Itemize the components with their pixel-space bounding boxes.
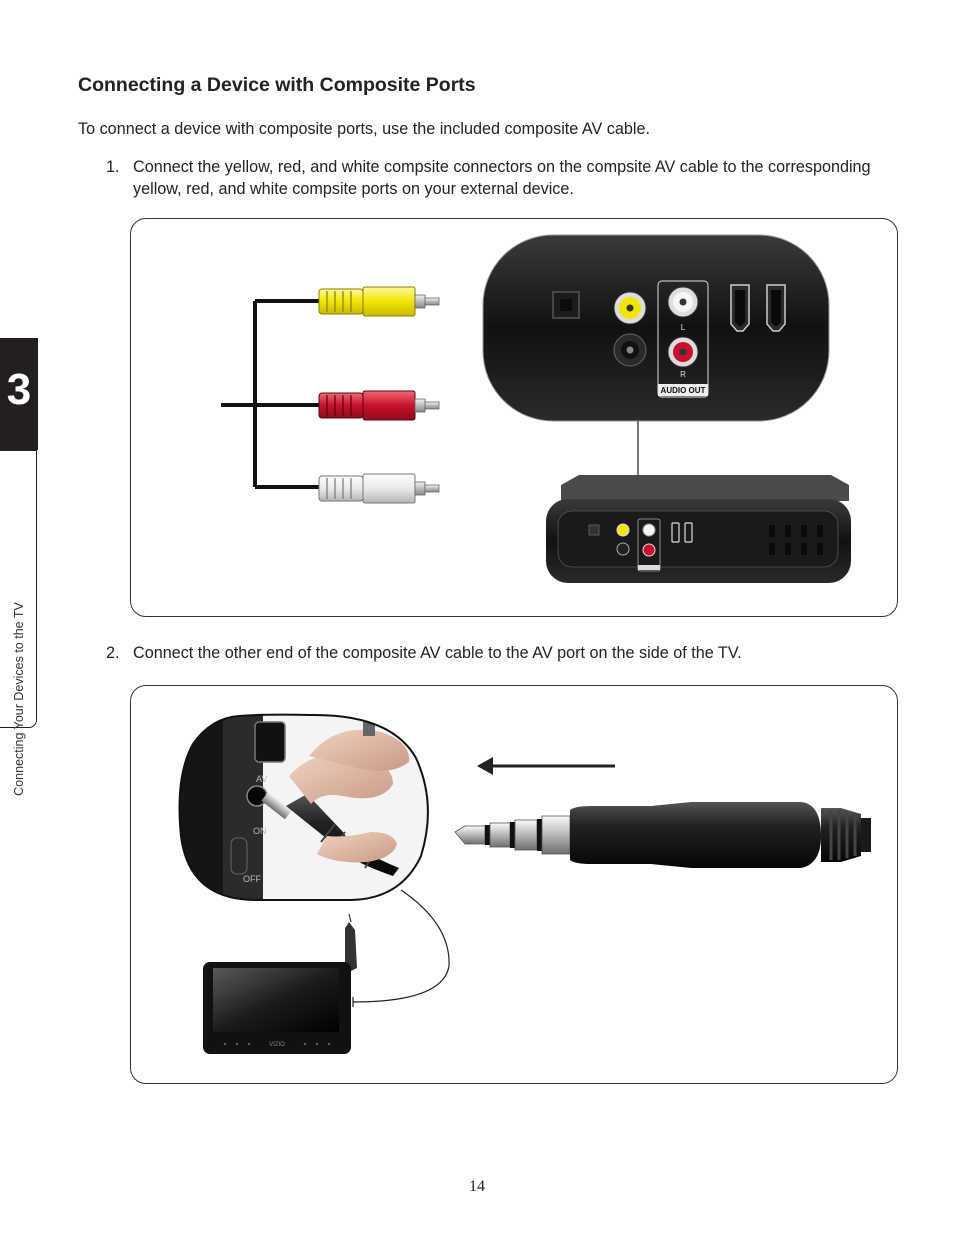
figure-composite-cable-device: L R AUDIO OUT xyxy=(130,218,898,617)
white-connector xyxy=(318,473,440,504)
port-label-right: R xyxy=(680,370,686,379)
step-1-number: 1. xyxy=(106,158,120,176)
section-title: Connecting a Device with Composite Ports xyxy=(78,74,476,96)
chapter-tab: 3 Connecting Your Devices to the TV xyxy=(0,338,38,796)
portable-tv: VIZIO xyxy=(203,913,357,1054)
chapter-label-block: Connecting Your Devices to the TV xyxy=(0,450,37,796)
step-2-text: Connect the other end of the composite A… xyxy=(133,644,742,662)
av-cable-3-5mm-plug xyxy=(454,802,871,868)
tv-brand-logo: VIZIO xyxy=(269,1042,285,1048)
page-number: 14 xyxy=(469,1178,485,1195)
tv-av-connection-illustration: AV ON OFF xyxy=(178,713,871,1054)
intro-text: To connect a device with composite ports… xyxy=(78,120,650,138)
external-device xyxy=(546,475,851,583)
port-label-left: L xyxy=(681,323,686,332)
chapter-number-block: 3 xyxy=(0,338,38,450)
composite-connection-illustration: L R AUDIO OUT xyxy=(221,234,851,583)
tv-av-port-zoom: AV ON OFF xyxy=(178,713,429,901)
step-1-text: Connect the yellow, red, and white comps… xyxy=(133,158,871,198)
step-2-number: 2. xyxy=(106,644,120,662)
device-back-panel-zoom: L R AUDIO OUT xyxy=(482,234,830,422)
off-switch-label: OFF xyxy=(243,874,261,884)
on-switch-label: ON xyxy=(253,826,267,836)
red-connector xyxy=(318,390,440,421)
av-port-label: AV xyxy=(256,774,267,784)
figure-av-cable-tv: AV ON OFF xyxy=(130,685,898,1084)
chapter-label: Connecting Your Devices to the TV xyxy=(12,602,26,796)
chapter-number: 3 xyxy=(6,365,32,414)
audio-out-label: AUDIO OUT xyxy=(661,386,706,395)
yellow-connector xyxy=(318,286,440,317)
